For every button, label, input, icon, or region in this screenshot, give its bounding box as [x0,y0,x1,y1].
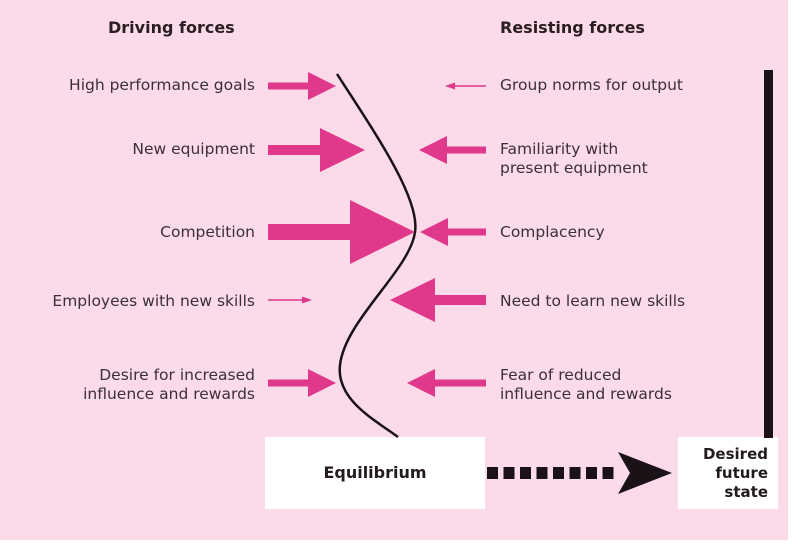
driving-force-label: New equipment [132,140,255,158]
dash-segment [520,467,531,479]
driving-force-label: Employees with new skills [52,292,255,310]
driving-force-arrow [268,369,336,397]
resisting-force-label: Familiarity with present equipment [500,140,648,177]
driving-force-label: High performance goals [69,76,255,94]
dash-segment [553,467,564,479]
equilibrium-box: Equilibrium [265,437,485,509]
dash-segment [586,467,597,479]
resisting-forces-heading: Resisting forces [500,18,645,37]
equilibrium-curve [335,73,417,439]
resisting-force-arrow [445,82,486,90]
resisting-force-label: Group norms for output [500,76,683,94]
desired-future-state-box: Desired future state [678,437,778,509]
dash-segment [602,467,614,479]
transition-arrowhead [618,452,672,494]
driving-force-label: Desire for increased influence and rewar… [83,366,255,403]
resisting-force-label: Fear of reduced influence and rewards [500,366,672,403]
dash-segment [487,467,498,479]
desired-state-bar [764,70,773,438]
dash-segment [569,467,581,479]
resisting-force-label: Complacency [500,223,605,241]
resisting-force-label: Need to learn new skills [500,292,686,310]
driving-forces-heading: Driving forces [108,18,235,37]
transition-arrow [487,452,672,494]
driving-force-arrow [268,296,312,304]
resisting-force-arrow [420,218,486,246]
resisting-force-arrow [390,278,486,322]
driving-force-arrow [268,128,365,172]
driving-force-arrow [268,200,415,264]
driving-force-arrow [268,72,336,100]
dash-segment [503,467,515,479]
desired-future-state-label: Desired future state [702,445,768,501]
resisting-force-arrow [419,136,486,164]
dash-segment [536,467,548,479]
equilibrium-label: Equilibrium [323,463,427,482]
resisting-force-arrow [407,369,486,397]
driving-force-label: Competition [160,223,255,241]
